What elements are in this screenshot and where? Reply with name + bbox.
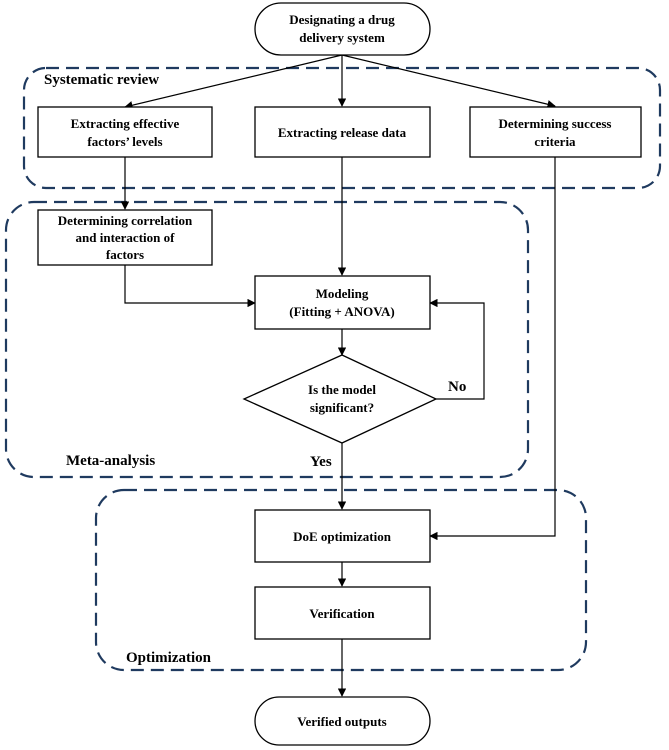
node-success-criteria (469, 106, 642, 158)
node-extract-factors (37, 106, 213, 158)
node-correlation (37, 209, 213, 266)
node-text-line: and interaction of (76, 230, 176, 245)
region-label-systematic-review: Systematic review (44, 72, 159, 88)
node-text-line: (Fitting + ANOVA) (289, 304, 394, 319)
node-start-text: Designating a drug delivery system (289, 12, 395, 45)
node-verification-text: Verification (309, 606, 375, 621)
node-decision (242, 354, 438, 444)
edge-decision-no-loop (429, 298, 485, 400)
node-end-text: Verified outputs (297, 714, 386, 729)
region-label-meta-analysis: Meta-analysis (66, 453, 155, 469)
edge-label-no: No (448, 379, 466, 395)
region-optimization (94, 488, 588, 672)
node-success-criteria-text: Determining success criteria (498, 116, 611, 149)
node-start (254, 2, 431, 56)
edge-start-to-criteria (341, 54, 556, 109)
node-extract-release-text: Extracting release data (278, 125, 407, 140)
node-text-line: Determining correlation (58, 213, 193, 228)
region-meta-analysis (4, 200, 530, 479)
node-text-line: factors’ levels (87, 134, 162, 149)
node-extract-factors-text: Extracting effective factors’ levels (71, 116, 180, 149)
node-text-line: Verification (309, 606, 375, 621)
region-label-optimization: Optimization (126, 650, 212, 666)
node-text-line: significant? (310, 400, 374, 415)
node-text-line: Extracting release data (278, 125, 407, 140)
edge-label-yes: Yes (310, 454, 332, 470)
node-doe (254, 509, 431, 563)
node-text-line: Is the model (308, 382, 376, 397)
node-end (254, 696, 431, 746)
node-decision-text: Is the model significant? (308, 382, 376, 415)
edge-start-to-factors (124, 54, 343, 110)
node-text-line: Verified outputs (297, 714, 386, 729)
node-correlation-text: Determining correlation and interaction o… (58, 213, 193, 262)
node-verification (254, 586, 431, 640)
node-text-line: criteria (534, 134, 576, 149)
edge-criteria-to-doe (429, 157, 556, 541)
node-modeling-text: Modeling (Fitting + ANOVA) (289, 286, 394, 319)
node-doe-text: DoE optimization (293, 529, 392, 544)
node-text-line: DoE optimization (293, 529, 392, 544)
node-text-line: Extracting effective (71, 116, 180, 131)
node-text-line: Designating a drug (289, 12, 395, 27)
node-modeling (254, 275, 431, 330)
node-text-line: Modeling (316, 286, 369, 301)
node-text-line: factors (106, 247, 144, 262)
edge-correlation-to-modeling (124, 265, 256, 308)
node-text-line: delivery system (299, 30, 385, 45)
node-extract-release (254, 106, 431, 158)
node-text-line: Determining success (498, 116, 611, 131)
